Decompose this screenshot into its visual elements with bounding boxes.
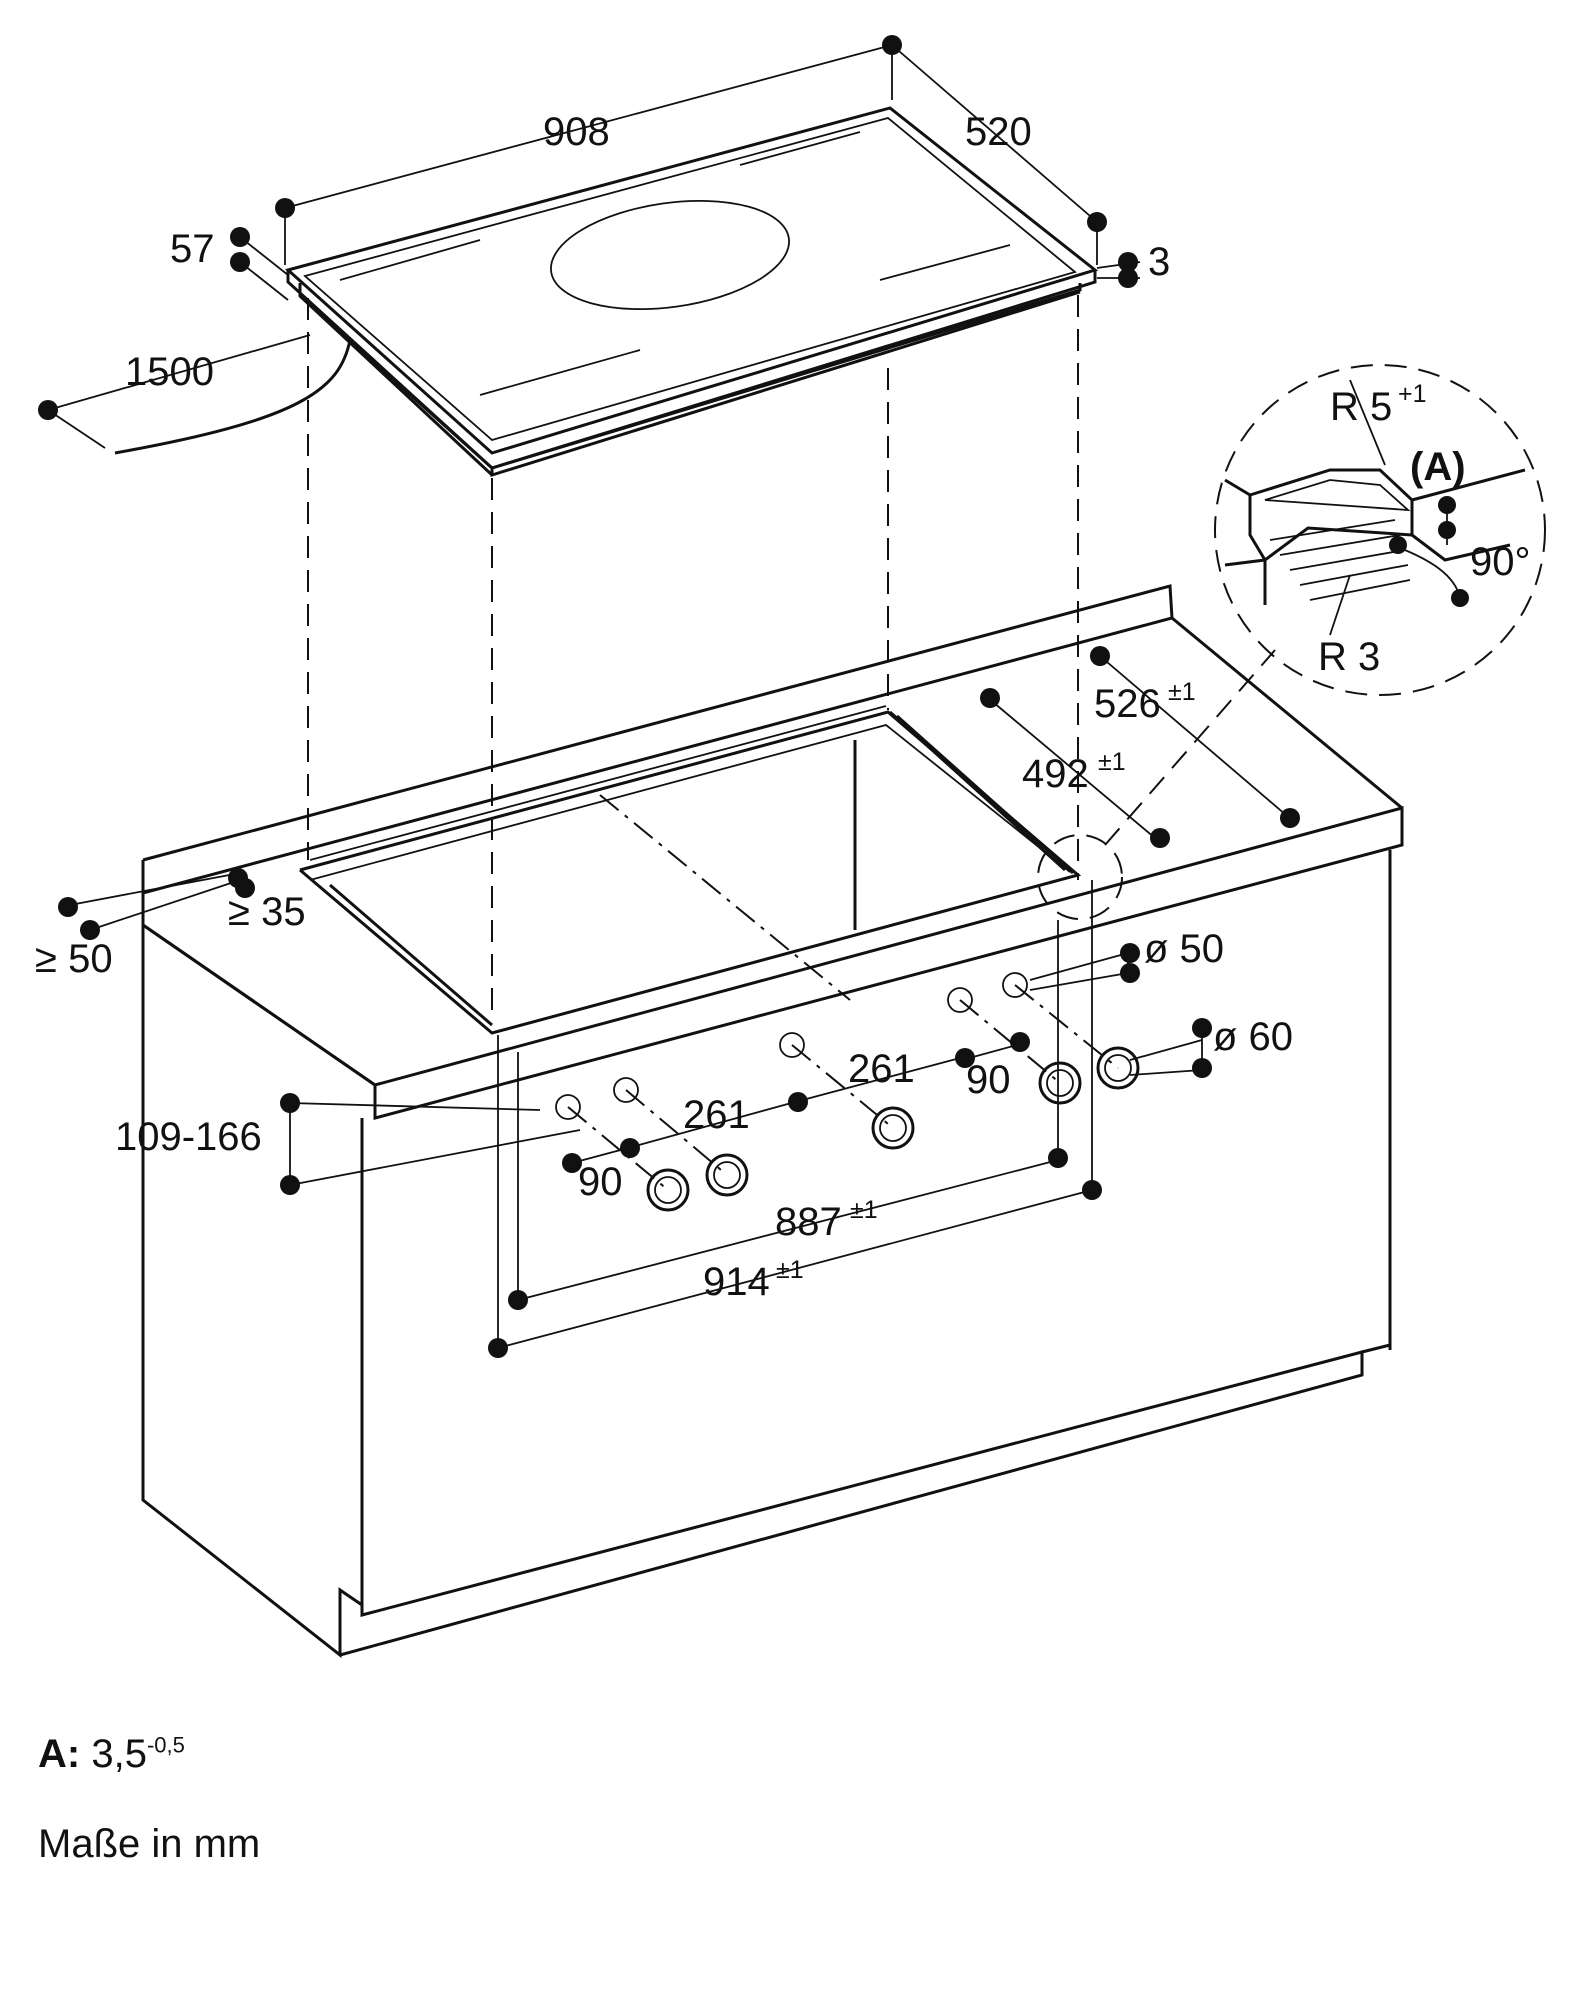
knob xyxy=(646,1046,1140,1212)
label-526: 526 xyxy=(1094,682,1161,726)
label-1500: 1500 xyxy=(125,350,214,394)
projection-lines xyxy=(307,295,1079,1010)
label-261-right: 261 xyxy=(848,1047,915,1091)
label-492: 492 xyxy=(1022,752,1089,796)
label-dia-50: ø 50 xyxy=(1144,927,1224,971)
label-914-tol: ±1 xyxy=(776,1256,804,1284)
label-526-tol: ±1 xyxy=(1168,678,1196,706)
control-knobs xyxy=(555,972,1140,1212)
label-520: 520 xyxy=(965,110,1032,154)
cabinet-drawing xyxy=(141,584,1404,1659)
label-887-tol: ±1 xyxy=(850,1196,878,1224)
footnote-a: A: 3,5-0,5 xyxy=(38,1732,185,1777)
label-marker-a: (A) xyxy=(1410,445,1466,489)
label-r3: R 3 xyxy=(1318,635,1380,679)
label-908: 908 xyxy=(543,110,610,154)
label-90-deg: 90° xyxy=(1470,540,1531,584)
knob-hole-marker xyxy=(555,972,1028,1120)
detail-callout xyxy=(1037,364,1546,920)
footnote-tolerance: -0,5 xyxy=(146,1732,185,1758)
label-min-50: ≥ 50 xyxy=(35,937,113,981)
label-57: 57 xyxy=(170,227,215,271)
dimension-labels: 908 520 57 3 1500 526 ±1 492 ±1 ≥ 50 ≥ 3… xyxy=(35,110,1531,1304)
footnote-label: A: xyxy=(38,1732,81,1776)
label-492-tol: ±1 xyxy=(1098,748,1126,776)
units-note: Maße in mm xyxy=(38,1822,261,1866)
label-109-166: 109-166 xyxy=(115,1115,262,1159)
footnote-value: 3,5 xyxy=(91,1732,147,1776)
label-r5-tol: +1 xyxy=(1398,380,1427,408)
label-914: 914 xyxy=(703,1260,770,1304)
label-r5: R 5 xyxy=(1330,385,1392,429)
cooktop-drawing xyxy=(114,106,1099,478)
label-dia-60: ø 60 xyxy=(1213,1015,1293,1059)
label-3: 3 xyxy=(1148,240,1170,284)
label-min-35: ≥ 35 xyxy=(228,890,306,934)
label-261-left: 261 xyxy=(683,1093,750,1137)
label-90-right: 90 xyxy=(966,1058,1011,1102)
label-887: 887 xyxy=(775,1200,842,1244)
cooktop-dimension-lines xyxy=(38,35,1141,449)
label-90-left: 90 xyxy=(578,1160,623,1204)
cabinet-dimension-lines xyxy=(58,646,1300,1358)
